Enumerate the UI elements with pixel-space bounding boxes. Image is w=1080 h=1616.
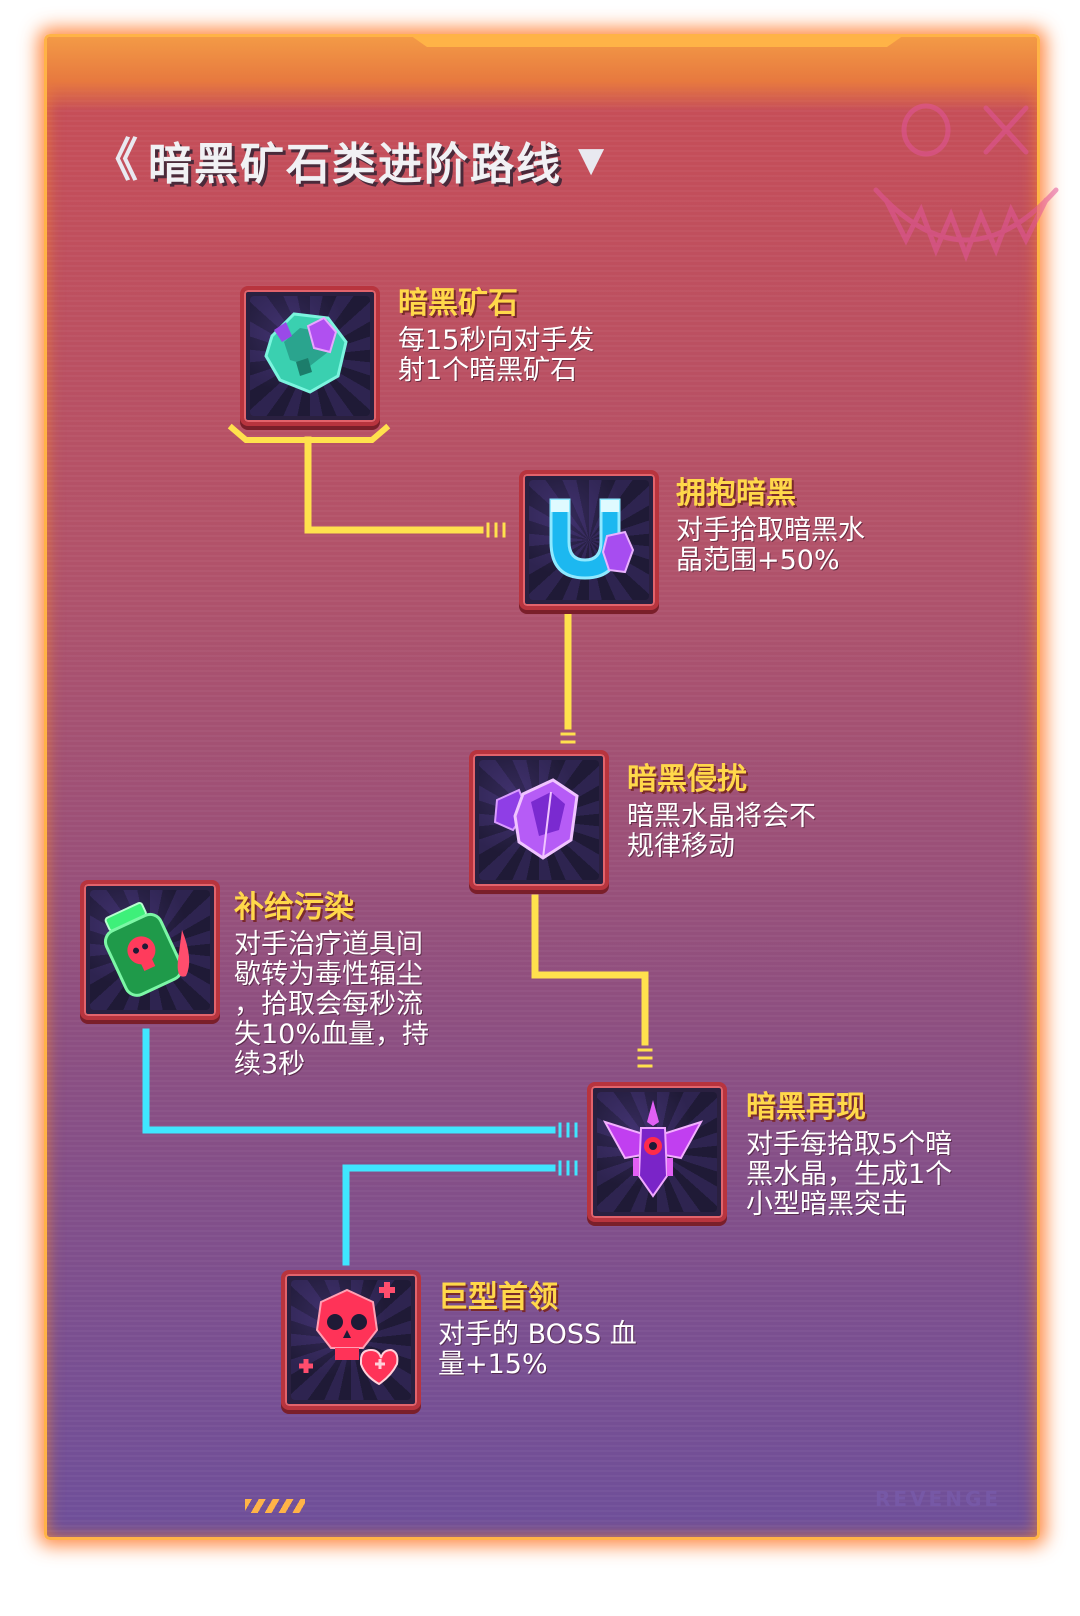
crystal-icon — [493, 778, 579, 860]
panel-frame: REVENGE — [44, 34, 1040, 1540]
skill-dark-reappear: 暗黑再现 对手每拾取5个暗 黑水晶，生成1个 小型暗黑突击 — [746, 1090, 952, 1220]
magnet-icon — [549, 498, 635, 580]
poison-bottle-icon — [103, 902, 190, 997]
skill-dark-ore: 暗黑矿石 每15秒向对手发 射1个暗黑矿石 — [398, 286, 594, 386]
path-reappear-to-boss — [342, 1164, 556, 1266]
boss-skull-icon — [299, 1282, 399, 1386]
path-invade-to-reappear — [531, 894, 649, 1046]
skill-name: 暗黑再现 — [746, 1090, 866, 1125]
skill-embrace-dark: 拥抱暗黑 对手拾取暗黑水 晶范围+50% — [676, 476, 865, 576]
top-band — [47, 37, 1037, 111]
skill-node-dark-ore[interactable] — [240, 286, 380, 426]
bottom-stripe-deco — [245, 1499, 305, 1513]
skill-desc: 对手的 BOSS 血 量+15% — [438, 1319, 637, 1380]
skill-name: 暗黑侵扰 — [627, 762, 747, 797]
skill-desc: 每15秒向对手发 射1个暗黑矿石 — [398, 325, 595, 386]
skill-node-giant-boss[interactable] — [281, 1270, 421, 1410]
path-ore-to-embrace — [304, 436, 484, 534]
skill-name: 暗黑矿石 — [398, 286, 518, 321]
skill-desc: 对手拾取暗黑水 晶范围+50% — [676, 515, 865, 576]
skill-node-supply-pollution[interactable] — [80, 880, 220, 1020]
skill-node-dark-reappear[interactable] — [587, 1082, 727, 1222]
dropdown-arrow-icon[interactable]: ▼ — [578, 140, 605, 180]
skill-name: 巨型首领 — [438, 1280, 558, 1315]
revenge-watermark: REVENGE — [875, 1487, 1002, 1511]
top-notch — [407, 37, 907, 47]
page-header[interactable]: 《 暗黑矿石类进阶路线 ▼ — [92, 130, 604, 190]
skill-desc: 暗黑水晶将会不 规律移动 — [627, 801, 816, 862]
fighter-ship-icon — [602, 1100, 704, 1198]
path-supply-to-reappear — [142, 1028, 556, 1134]
skill-desc: 对手每拾取5个暗 黑水晶，生成1个 小型暗黑突击 — [746, 1129, 953, 1220]
skill-desc: 对手治疗道具间 歇转为毒性辐尘 ，拾取会每秒流 失10%血量，持 续3秒 — [234, 929, 430, 1080]
skill-node-dark-invade[interactable] — [469, 750, 609, 890]
skill-giant-boss: 巨型首领 对手的 BOSS 血 量+15% — [438, 1280, 637, 1380]
skill-node-embrace-dark[interactable] — [519, 470, 659, 610]
skill-name: 补给污染 — [234, 890, 354, 925]
skill-dark-invade: 暗黑侵扰 暗黑水晶将会不 规律移动 — [627, 762, 816, 862]
page-title: 暗黑矿石类进阶路线 — [148, 139, 562, 190]
dark-ore-icon — [264, 312, 348, 394]
smiley-graffiti-icon — [873, 103, 1059, 263]
skill-supply-pollution: 补给污染 对手治疗道具间 歇转为毒性辐尘 ，拾取会每秒流 失10%血量，持 续3… — [234, 890, 429, 1080]
back-chevron-icon[interactable]: 《 — [92, 133, 138, 187]
skill-name: 拥抱暗黑 — [676, 476, 796, 511]
